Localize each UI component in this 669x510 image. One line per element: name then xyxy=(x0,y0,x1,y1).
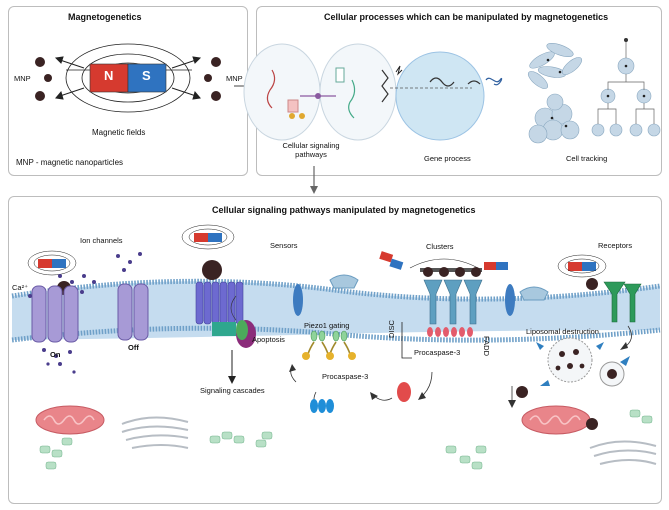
receptors-label: Receptors xyxy=(598,241,633,250)
magnet-s-label: S xyxy=(142,68,151,83)
procaspase-left-label: Procaspase-3 xyxy=(322,372,369,381)
channel-off-label: Off xyxy=(128,343,139,352)
magnetogenetics-title: Magnetogenetics xyxy=(68,12,142,22)
mnp-left-label: MNP xyxy=(14,74,31,83)
mnp-legend: MNP - magnetic nanoparticles xyxy=(16,158,124,167)
fadd-label: FADD xyxy=(482,336,491,357)
signaling-cascades-label: Signaling cascades xyxy=(200,386,265,395)
process-label-gene: Gene process xyxy=(424,154,471,163)
procaspase-right-label: Procaspase-3 xyxy=(414,348,461,357)
calcium-label: Ca²⁺ xyxy=(12,283,29,292)
clusters-label: Clusters xyxy=(426,242,454,251)
sensors-label: Sensors xyxy=(270,241,298,250)
disc-label: DISC xyxy=(387,320,396,338)
apoptosis-label: Apoptosis xyxy=(252,335,285,344)
channel-on-label: On xyxy=(50,350,61,359)
magnetic-fields-label: Magnetic fields xyxy=(92,128,146,137)
liposomal-destruction-label: Liposomal destruction xyxy=(526,327,599,336)
process-label-tracking: Cell tracking xyxy=(566,154,608,163)
magnet-n-label: N xyxy=(104,68,114,83)
mnp-right-label: MNP xyxy=(226,74,243,83)
processes-title: Cellular processes which can be manipula… xyxy=(324,12,609,22)
piezo1-label: Piezo1 gating xyxy=(304,321,350,330)
signaling-title: Cellular signaling pathways manipulated … xyxy=(212,205,476,215)
magnetogenetics-panel xyxy=(8,6,248,176)
ion-channels-label: Ion channels xyxy=(80,236,123,245)
process-label-signaling: Cellular signaling pathways xyxy=(282,141,340,159)
